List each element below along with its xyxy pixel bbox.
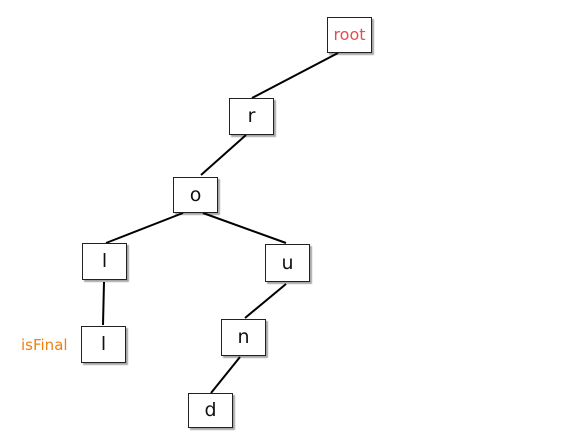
node-l-1: l — [82, 243, 127, 280]
node-o: o — [173, 177, 218, 213]
edge-o-l1 — [105, 212, 184, 244]
edge-l1-l2 — [102, 281, 105, 326]
node-n: n — [221, 319, 266, 356]
edge-root-r — [251, 52, 339, 99]
node-r: r — [229, 98, 274, 135]
node-d: d — [188, 393, 233, 428]
edge-n-d — [210, 356, 241, 394]
node-l-2: l — [81, 326, 126, 363]
edge-o-u — [202, 212, 287, 244]
edge-u-n — [244, 283, 287, 319]
node-root: root — [327, 17, 372, 53]
edge-r-o — [200, 134, 247, 176]
is-final-label: isFinal — [21, 336, 68, 354]
node-u: u — [265, 244, 310, 282]
